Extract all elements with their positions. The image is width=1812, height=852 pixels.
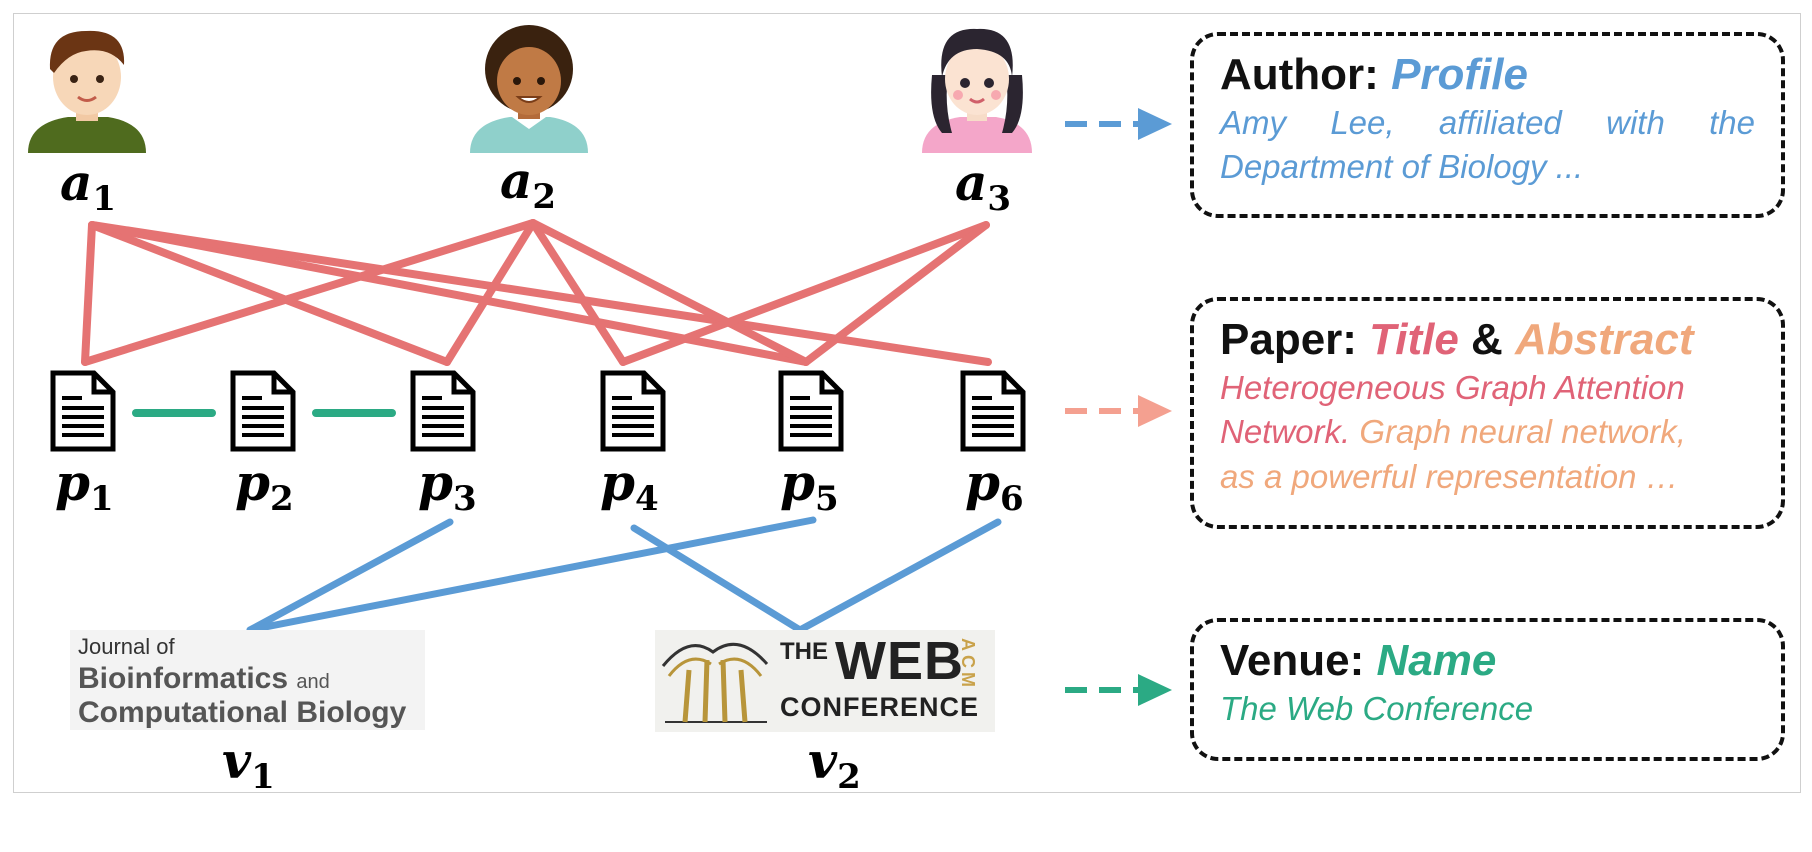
label-base: a [60,153,92,212]
paper-p4-icon [603,373,663,449]
paper-label-5: p5 [780,453,839,519]
author-label-3: a3 [955,153,1011,219]
author-a3-avatar [922,28,1032,153]
paper-label-4: p4 [600,453,659,519]
label-base: a [500,151,532,210]
paper-box-line3: as a powerful representation … [1220,457,1679,495]
journal-logo: Journal of Bioinformatics and Computatio… [70,630,425,730]
label-subscript: 3 [453,479,477,519]
author-box-title-prefix: Author: [1220,50,1392,99]
author-info-box: Author: Profile Amy Lee, affiliated with… [1190,32,1785,218]
author-box-line1: Amy Lee, affiliated with the [1220,103,1755,141]
edge-p2-v1 [246,518,454,634]
author-box-line2: Department of Biology ... [1220,148,1584,186]
paper-label-6: p6 [965,453,1024,519]
author-label-2: a2 [500,151,556,217]
paper-p3-icon [413,373,473,449]
paper-box-line2: Network. Graph neural network, [1220,410,1755,455]
journal-logo-line1: Journal of [78,634,175,659]
paper-p2-icon [233,373,293,449]
author-box-title-highlight: Profile [1391,50,1528,99]
edge-a3-p4 [619,221,990,366]
paper-label-3: p3 [418,453,477,519]
paper-arrow [1065,395,1172,427]
venue-box-title-prefix: Venue: [1220,636,1377,685]
paper-box-title: Paper: Title & Abstract [1220,315,1755,366]
label-base: p [600,453,635,512]
paper-p5-icon [781,373,841,449]
label-subscript: 2 [532,177,556,217]
label-subscript: 2 [837,757,861,797]
paper-venue-edges [246,516,1002,634]
author-arrow [1065,108,1172,140]
edge-a2-p4 [529,219,627,366]
label-base: a [955,153,987,212]
author-box-title: Author: Profile [1220,50,1755,101]
paper-box-line1: Heterogeneous Graph Attention [1220,368,1685,406]
paper-label-2: p2 [235,453,294,519]
journal-logo-line3: Computational Biology [78,696,407,729]
edge-a1-p3 [88,221,451,366]
label-base: p [780,453,815,512]
label-base: v [222,731,252,790]
edge-a2-p1 [81,219,537,366]
author-label-1: a1 [60,153,116,219]
webconf-logo-acm: ACM [958,638,978,691]
edge-a2-p3 [443,219,537,366]
venue-label-1: v1 [222,731,275,797]
paper-info-box: Paper: Title & Abstract Heterogeneous Gr… [1190,297,1785,529]
author-a1-avatar [28,30,146,153]
label-subscript: 4 [635,479,659,519]
label-subscript: 1 [92,179,116,219]
webconf-logo-the: THE [780,638,828,665]
label-subscript: 3 [987,179,1011,219]
paper-box-body: Heterogeneous Graph Attention Network. G… [1220,366,1755,500]
tree-icon [661,642,769,723]
journal-logo-and: and [296,671,330,693]
edge-a1-p1 [81,221,96,366]
venue-box-body: The Web Conference [1220,689,1534,727]
venue-info-box: Venue: Name The Web Conference [1190,618,1785,761]
paper-p1-icon [53,373,113,449]
paper-label-1: p1 [55,453,114,519]
venue-label-2: v2 [808,731,861,797]
journal-logo-bioinformatics: Bioinformatics [78,662,289,695]
edge-a1-p6 [88,221,992,366]
paper-box-title-highlight-title: Title [1369,315,1459,364]
author-a2-avatar [470,25,588,153]
author-box-body: Amy Lee, affiliated with the Department … [1220,101,1755,190]
label-base: v [808,731,838,790]
venue-box-title: Venue: Name [1220,636,1755,687]
label-subscript: 1 [90,479,114,519]
label-base: p [418,453,453,512]
author-paper-edges [81,219,992,366]
webconf-logo: THE WEB CONFERENCE ACM [655,630,995,732]
paper-box-title-highlight-abstract: Abstract [1515,315,1694,364]
webconf-logo-conference: CONFERENCE [780,692,980,722]
webconf-logo-web: WEB [835,631,964,691]
label-base: p [235,453,270,512]
label-subscript: 2 [270,479,294,519]
edge-a2-p5 [529,219,810,366]
paper-box-title-amp: & [1458,315,1516,364]
edge-p3-v2 [630,524,804,634]
label-subscript: 5 [815,479,839,519]
venue-arrow [1065,674,1172,706]
figure-frame [13,13,1801,793]
edge-p6-v2 [796,518,1002,634]
label-base: p [965,453,1000,512]
journal-logo-line2: Bioinformatics and [78,662,330,696]
label-subscript: 6 [1000,479,1024,519]
edge-a3-p5 [802,221,990,366]
paper-box-line2-title: Network. [1220,413,1351,451]
label-base: p [55,453,90,512]
paper-p6-icon [963,373,1023,449]
paper-box-title-prefix: Paper: [1220,315,1370,364]
edge-p5-v1 [246,516,817,634]
venue-box-title-highlight: Name [1376,636,1497,685]
paper-box-line2-abstract: Graph neural network, [1350,413,1686,451]
label-subscript: 1 [251,757,275,797]
